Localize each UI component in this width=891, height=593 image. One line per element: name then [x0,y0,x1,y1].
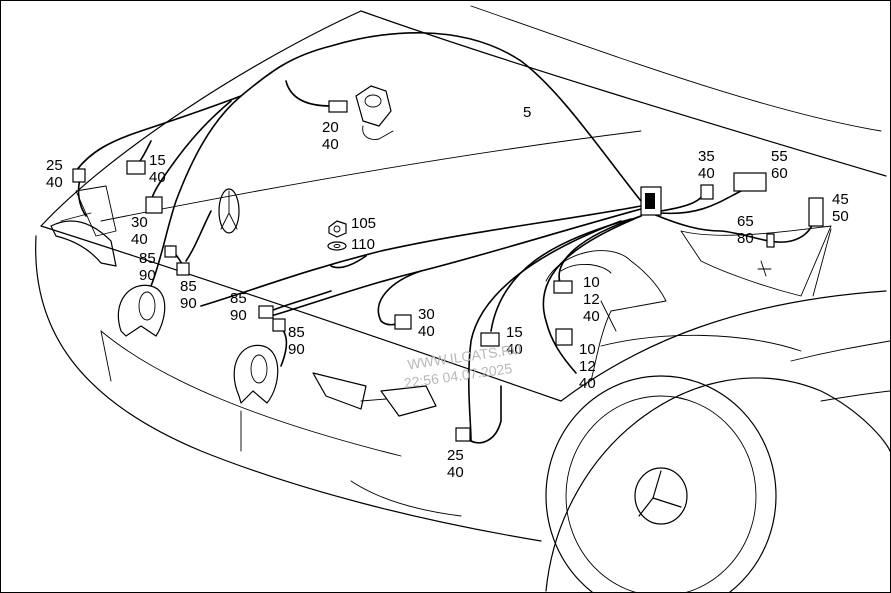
connector-85-90-c [258,305,274,319]
label-35: 35 [698,148,715,165]
label-40: 40 [418,323,435,340]
label-90: 90 [288,341,305,358]
connector-85-90-a [164,245,177,258]
label-40: 40 [579,375,596,392]
connector-10-12-40-b [555,328,573,346]
label-20: 20 [322,119,339,136]
label-90: 90 [180,295,197,312]
label-40: 40 [583,308,600,325]
nut-105 [328,220,347,238]
label-25: 25 [46,157,63,174]
label-85: 85 [180,278,197,295]
mercedes-star-icon [218,188,240,234]
label-15: 15 [149,152,166,169]
label-90: 90 [230,307,247,324]
label-40: 40 [506,341,523,358]
connector-85-90-b [176,262,190,276]
connector-20-40 [328,100,348,113]
label-40: 40 [46,174,63,191]
connector-65-80 [766,233,775,248]
connector-15-40-left [126,160,146,175]
connector-35-40 [700,184,714,200]
connector-10-12-40-a [553,280,573,294]
connector-30-40-left [145,196,163,214]
label-10: 10 [583,274,600,291]
label-60: 60 [771,165,788,182]
connector-15-40-right [480,332,500,347]
washer-110 [327,241,347,251]
label-40: 40 [322,136,339,153]
part-labels: 5 20 40 25 40 15 40 30 40 85 90 85 90 10… [46,104,849,481]
connector-25-40-bottom [455,427,471,442]
connector-45-50 [808,197,824,227]
label-30: 30 [418,306,435,323]
label-40: 40 [447,464,464,481]
label-40: 40 [149,169,166,186]
label-85: 85 [230,290,247,307]
label-85: 85 [139,250,156,267]
label-110: 110 [351,236,375,253]
label-10: 10 [579,341,596,358]
label-105: 105 [351,215,376,232]
label-45: 45 [832,191,849,208]
connector-55-60 [733,172,767,192]
connector-85-90-d [272,318,286,332]
label-40: 40 [698,165,715,182]
vacuum-component [355,85,394,140]
label-15: 15 [506,324,523,341]
inner-fender [545,250,667,382]
front-wheel [545,375,777,592]
headlight-assembly [680,225,832,297]
watermark: WWW.ILCATS.RU 22:56 04.07.2025 [403,341,522,391]
wiring-harness [75,32,817,444]
connectors [72,100,824,442]
label-40: 40 [131,231,148,248]
horn-right [233,344,279,404]
label-30: 30 [131,214,148,231]
label-85: 85 [288,324,305,341]
label-55: 55 [771,148,788,165]
fog-lamp-bracket [312,372,437,417]
label-50: 50 [832,208,849,225]
label-12: 12 [579,358,596,375]
connector-30-40-mid [394,314,412,330]
left-lamp-bracket [50,185,117,267]
label-80: 80 [737,230,754,247]
label-65: 65 [737,213,754,230]
label-12: 12 [583,291,600,308]
horn-left [117,284,166,337]
label-25: 25 [447,447,464,464]
connector-25-40-left [72,168,86,183]
label-5: 5 [523,104,531,121]
label-90: 90 [139,267,156,284]
